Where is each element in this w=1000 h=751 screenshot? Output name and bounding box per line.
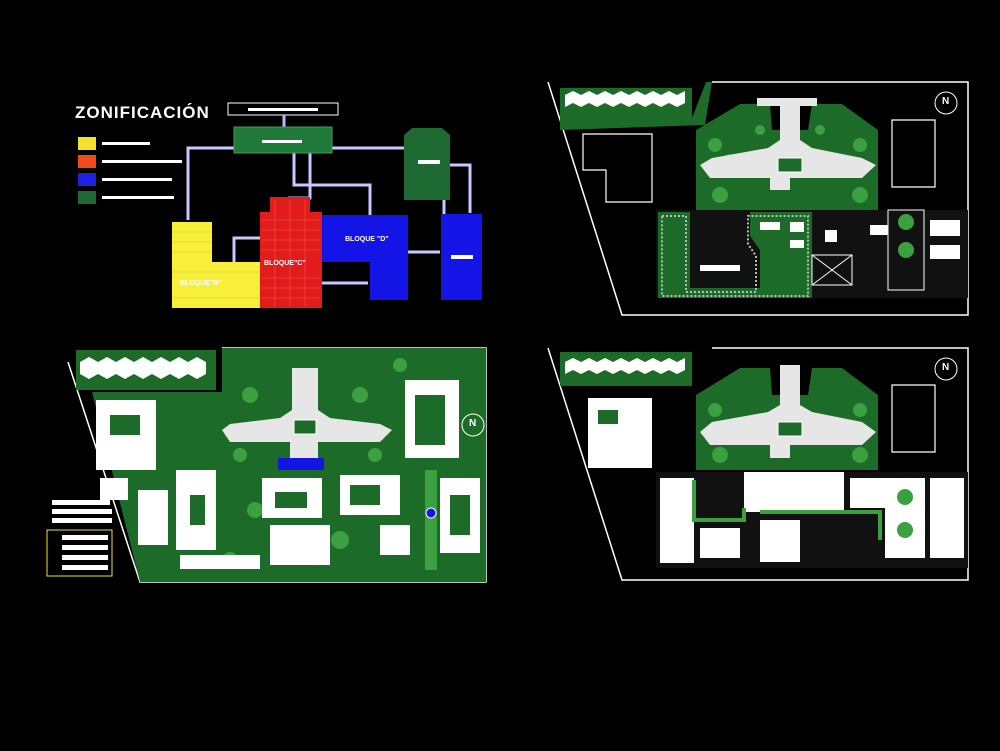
bloque-c-label: BLOQUE"C" <box>264 260 306 267</box>
site-plan-bottom-right <box>547 347 969 581</box>
zonificacion-diagram <box>78 102 482 308</box>
site-plan-top-right <box>547 81 969 316</box>
legend-swatch-blue <box>78 173 96 186</box>
legend-swatch-green <box>78 191 96 204</box>
bloque-b <box>172 222 260 308</box>
north-label-2: N <box>469 418 477 429</box>
bloque-c <box>260 197 322 308</box>
site-plan-bottom-left <box>46 347 487 583</box>
zonificacion-title: ZONIFICACIÓN <box>75 103 210 122</box>
north-arrow-icon <box>934 91 958 115</box>
legend-swatch-yellow <box>78 137 96 150</box>
bloque-d <box>322 215 408 300</box>
north-label-3: N <box>942 362 950 373</box>
north-label-1: N <box>942 96 950 107</box>
bloque-b-label: BLOQUE"B" <box>180 280 222 287</box>
legend-swatch-red <box>78 155 96 168</box>
bloque-d-label: BLOQUE "D" <box>345 236 389 243</box>
